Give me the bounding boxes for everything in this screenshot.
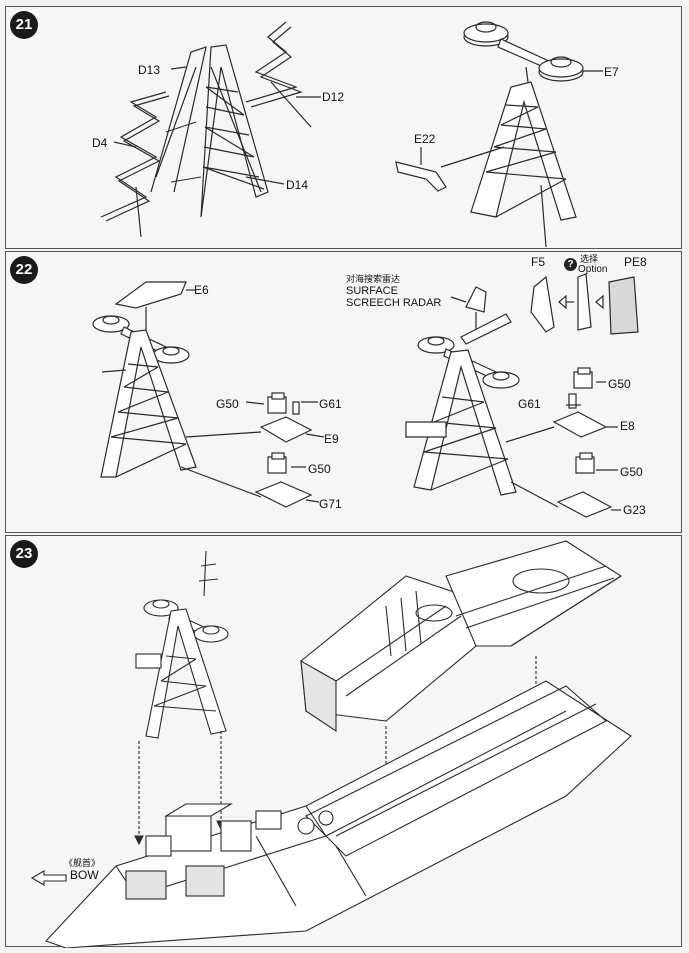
bow-label-en: BOW (70, 868, 99, 882)
step-21-panel: 21 (5, 6, 682, 249)
part-label-d12: D12 (322, 90, 345, 104)
part-label-f5: F5 (531, 255, 546, 269)
option-label-cn: 选择 (580, 254, 599, 264)
step-number-badge: 21 (10, 11, 38, 39)
part-label-e7: E7 (604, 65, 619, 79)
part-label-e8: E8 (620, 419, 635, 433)
part-label-g23: G23 (623, 503, 646, 517)
part-label-d13: D13 (138, 63, 161, 77)
part-label-pe8: PE8 (624, 255, 647, 269)
bow-label-cn: 《舰首》 (64, 858, 101, 868)
part-label-g71: G71 (319, 497, 342, 511)
part-label-e22: E22 (414, 132, 436, 146)
part-label-d4: D4 (92, 136, 108, 150)
step-number-badge: 23 (10, 540, 38, 568)
step-22-panel: 22 (5, 251, 682, 533)
radar-label-en-1: SURFACE (346, 285, 398, 297)
part-label-g50: G50 (216, 397, 239, 411)
step-23-panel: 23 (5, 535, 682, 948)
part-label-e6: E6 (194, 283, 209, 297)
part-label-g61: G61 (518, 397, 541, 411)
step-22-illustration (92, 273, 639, 518)
part-label-g50: G50 (308, 462, 331, 476)
part-label-e9: E9 (324, 432, 339, 446)
step-number-badge: 22 (10, 256, 38, 284)
option-label-en: Option (578, 264, 608, 275)
step-23-illustration (30, 540, 632, 948)
radar-label-cn: 对海搜索雷达 (346, 274, 401, 284)
radar-label-en-2: SCREECH RADAR (346, 297, 442, 309)
part-label-g50: G50 (620, 465, 643, 479)
part-label-d14: D14 (286, 178, 309, 192)
step-21-illustration (100, 21, 603, 248)
part-label-g50: G50 (608, 377, 631, 391)
part-label-g61: G61 (319, 397, 342, 411)
option-info-icon: ? (564, 258, 577, 271)
